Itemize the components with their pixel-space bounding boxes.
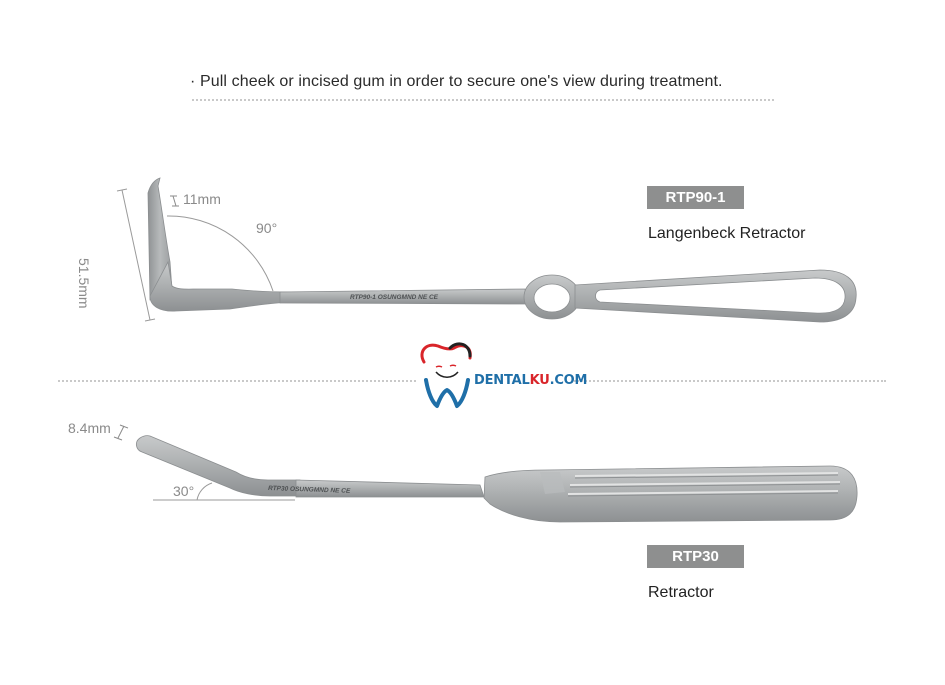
length-dimension-label: 51.5mm <box>76 258 92 309</box>
product-code-badge: RTP30 <box>647 545 744 568</box>
product-name: Retractor <box>648 584 714 601</box>
section-divider-right <box>574 380 886 382</box>
width-dimension-label: 8.4mm <box>68 420 111 436</box>
section-divider-left <box>58 380 416 382</box>
engraving-text: RTP90-1 OSUNGMND NE CE <box>350 294 439 301</box>
product-code-badge: RTP90-1 <box>647 186 744 209</box>
width-dimension-label: 11mm <box>183 191 221 207</box>
retractor-drawing: RTP30 OSUNGMND NE CE <box>113 424 858 523</box>
product-name: Langenbeck Retractor <box>648 225 806 242</box>
logo-text-dental: DENTAL <box>474 373 530 388</box>
bullet: · <box>190 73 196 90</box>
header-divider <box>192 99 774 101</box>
description-text: · Pull cheek or incised gum in order to … <box>190 73 723 91</box>
logo-text-ku: KU <box>529 373 550 388</box>
angle-dimension-label: 30° <box>173 483 195 499</box>
angle-dimension-label: 90° <box>256 220 278 236</box>
dentalku-watermark: DENTALKU.COM <box>474 373 587 388</box>
description-label: Pull cheek or incised gum in order to se… <box>199 73 723 90</box>
dentalku-logo-icon <box>420 342 472 408</box>
engraving-text: RTP30 OSUNGMND NE CE <box>268 485 351 495</box>
logo-text-com: .COM <box>549 373 588 388</box>
langenbeck-retractor-drawing: RTP90-1 OSUNGMND NE CE <box>116 177 857 323</box>
